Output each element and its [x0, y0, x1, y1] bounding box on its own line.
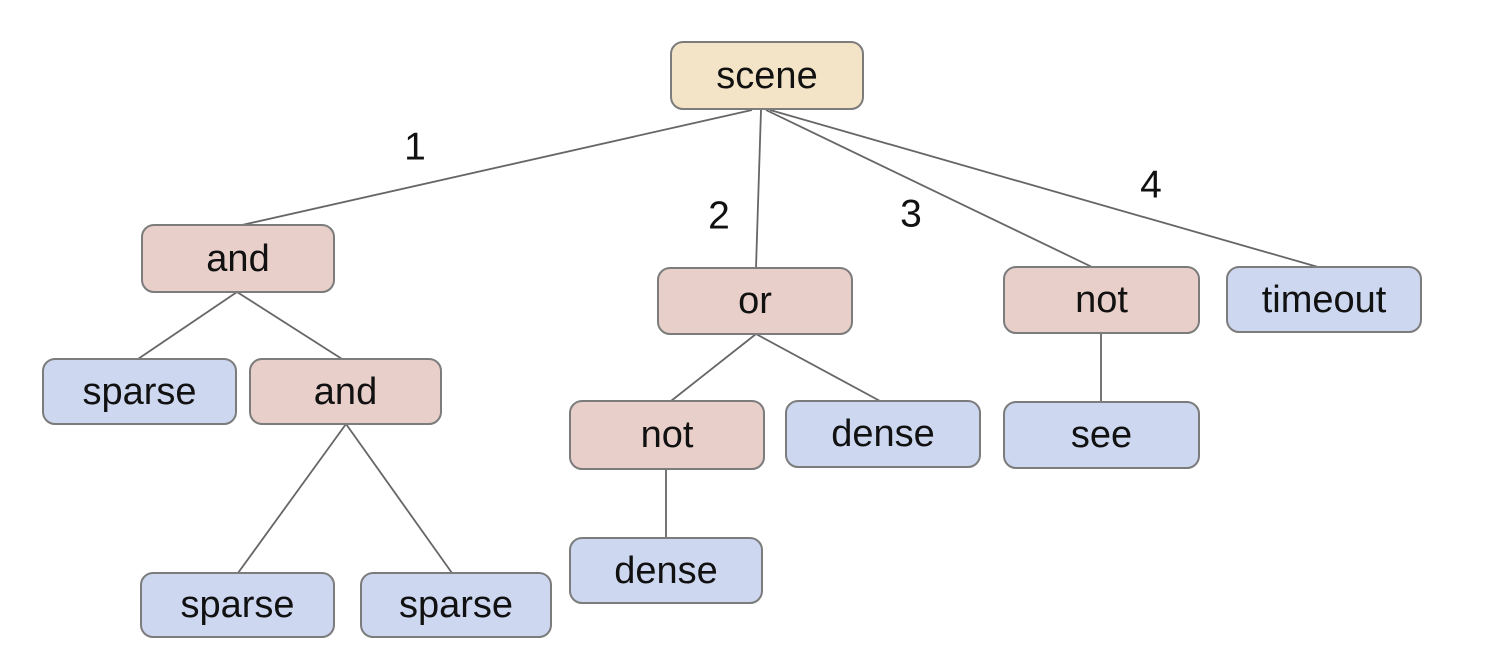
node-and-level2: and	[249, 358, 442, 425]
node-or: or	[657, 267, 853, 335]
node-sparse-right: sparse	[360, 572, 552, 638]
node-dense-bottom: dense	[569, 537, 763, 604]
edge-and2-sparse-l	[237, 423, 347, 574]
edge-label-3: 3	[900, 192, 922, 236]
edge-scene-not	[765, 109, 1093, 268]
node-not-branch2: not	[569, 400, 765, 470]
edge-and2-sparse-r	[345, 423, 453, 574]
node-dense-branch2: dense	[785, 400, 981, 468]
edge-or-not	[670, 333, 757, 402]
edge-scene-or	[755, 109, 762, 269]
edge-label-2: 2	[708, 194, 730, 238]
edge-scene-and	[241, 109, 753, 226]
node-sparse-level2: sparse	[42, 358, 237, 425]
node-not-branch3: not	[1003, 266, 1200, 334]
edge-and-sparse	[137, 291, 238, 360]
edge-or-dense	[755, 333, 881, 402]
node-timeout: timeout	[1226, 266, 1422, 333]
node-scene: scene	[670, 41, 864, 110]
edge-and-and	[236, 291, 343, 360]
node-sparse-left: sparse	[140, 572, 335, 638]
node-see: see	[1003, 401, 1200, 469]
edge-label-1: 1	[404, 125, 426, 169]
edge-label-4: 4	[1140, 163, 1162, 207]
node-and-level1: and	[141, 224, 335, 293]
edge-scene-timeout	[769, 109, 1319, 268]
